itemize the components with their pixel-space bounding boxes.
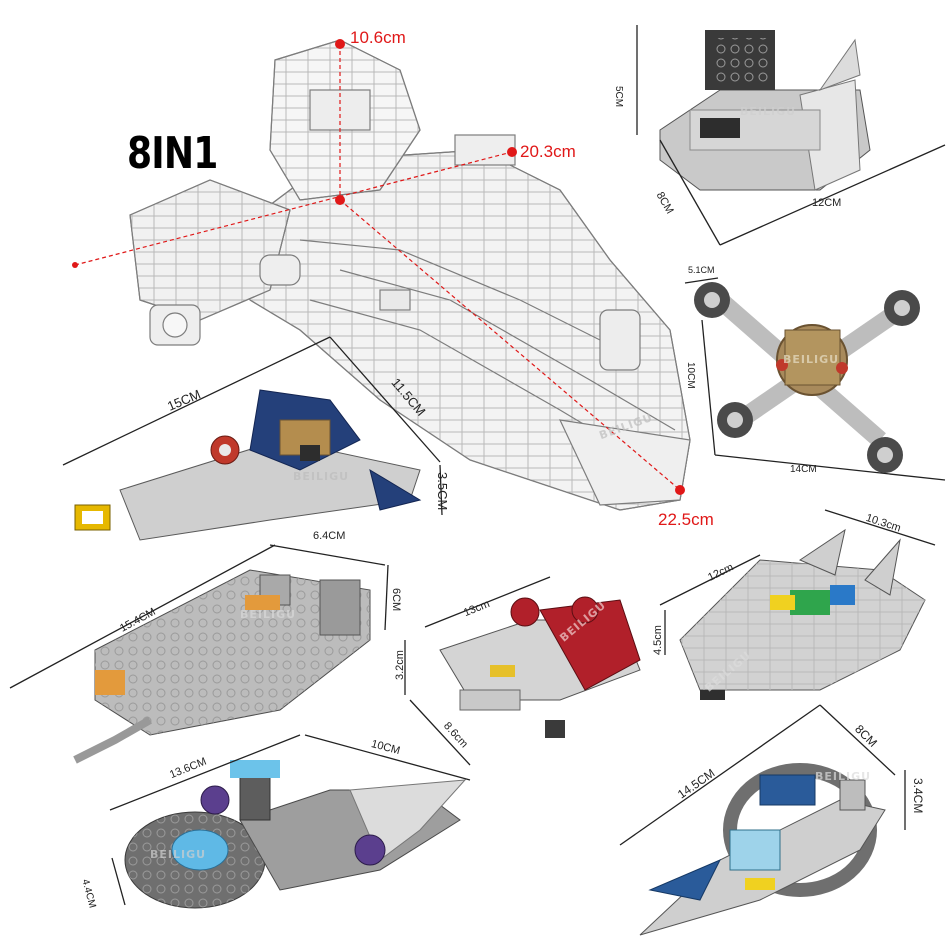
lander-dim-length: 12CM [812, 197, 842, 209]
main-ship-height-label: 10.6cm [350, 28, 406, 47]
main-ship-lineart [129, 39, 691, 511]
brand-watermark: BEILIGU [815, 770, 872, 783]
lander-dimension-lines [636, 25, 946, 246]
main-ship-dimension-dots [72, 39, 685, 495]
red-racer-dimension-lines [404, 576, 551, 766]
ring-ship-model [639, 763, 886, 936]
ring-ship-dim-height: 3.4CM [911, 778, 925, 814]
brand-watermark: BEILIGU [293, 470, 350, 483]
brand-watermark: BEILIGU [783, 353, 840, 366]
quad-pod-dim-height: 10CM [685, 362, 696, 389]
gray-cruiser-dimension-lines [9, 544, 389, 689]
quad-pod-dimension-lines [684, 277, 946, 481]
saucer-ship-model [124, 760, 467, 909]
gray-cruiser-dim-width: 6.4CM [313, 530, 346, 542]
saucer-ship-dimension-lines [109, 734, 471, 906]
quad-pod-model [694, 282, 920, 473]
quad-pod-dim-width: 5.1CM [688, 265, 715, 275]
brand-watermark: BEILIGU [150, 848, 207, 861]
lander-dim-height: 5CM [613, 86, 624, 108]
gray-cruiser-model [73, 569, 371, 764]
blue-fighter-dim-height: 3.5CM [435, 472, 450, 511]
green-shuttle-dim-height: 4.5cm [652, 625, 664, 655]
gray-cruiser-dim-height: 6CM [390, 588, 402, 612]
brand-watermark: BEILIGU [240, 608, 297, 621]
main-ship-dimension-lines [74, 44, 681, 491]
lander-model [659, 30, 871, 191]
main-ship-width-label: 20.3cm [520, 142, 576, 161]
green-shuttle-model [679, 528, 926, 700]
green-shuttle-dimension-lines [659, 509, 936, 655]
red-racer-dim-height: 3.2cm [394, 650, 406, 680]
brand-watermark: BEILIGU [740, 105, 797, 118]
red-racer-model [439, 596, 641, 738]
main-ship-length-label: 22.5cm [658, 510, 714, 529]
blue-fighter-dimension-lines [62, 336, 443, 516]
quad-pod-dim-length: 14CM [790, 464, 817, 475]
blue-fighter-model [74, 389, 422, 541]
product-title: 8IN1 [127, 128, 218, 179]
ring-ship-dimension-lines [619, 704, 906, 846]
